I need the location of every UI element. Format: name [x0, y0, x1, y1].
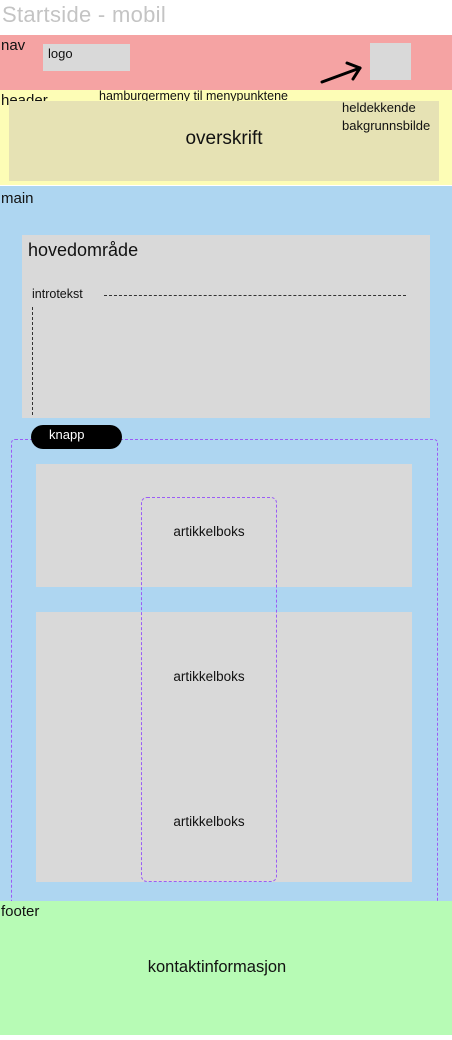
footer-contact-info: kontaktinformasjon: [147, 958, 287, 976]
hero-title: hovedområde: [28, 240, 139, 260]
cta-button[interactable]: knapp: [31, 425, 122, 449]
footer-region: [0, 901, 452, 1035]
logo-label: logo: [48, 46, 73, 61]
article-label-1: artikkelboks: [173, 524, 245, 539]
nav-label: nav: [1, 37, 26, 54]
article-label-2: artikkelboks: [173, 669, 245, 684]
annotation-line-1: heldekkende: [342, 100, 416, 115]
annotation-line-2: bakgrunnsbilde: [342, 118, 431, 133]
hamburger-menu-button[interactable]: [370, 43, 411, 80]
footer-label: footer: [1, 903, 40, 920]
intro-text-line: [104, 295, 406, 296]
article-label-3: artikkelboks: [173, 814, 245, 829]
intro-text-vertical-line: [32, 307, 33, 415]
article-box-2[interactable]: [36, 612, 412, 735]
page-title: Startside - mobil: [2, 2, 167, 27]
background-image-annotation: heldekkende bakgrunnsbilde: [342, 99, 430, 135]
header-background-image: [9, 101, 439, 181]
article-text-group-outline: [141, 497, 277, 882]
intro-text-label: introtekst: [32, 287, 83, 301]
hamburger-annotation: hamburgermeny til menypunktene: [99, 89, 288, 103]
article-box-3[interactable]: [36, 732, 412, 882]
cta-button-label: knapp: [49, 427, 85, 442]
header-heading: overskrift: [185, 128, 263, 149]
arrow-icon: [320, 61, 362, 84]
logo-placeholder[interactable]: [43, 44, 130, 71]
hero-area: [22, 235, 430, 418]
main-label: main: [1, 190, 34, 207]
article-box-1[interactable]: [36, 464, 412, 587]
